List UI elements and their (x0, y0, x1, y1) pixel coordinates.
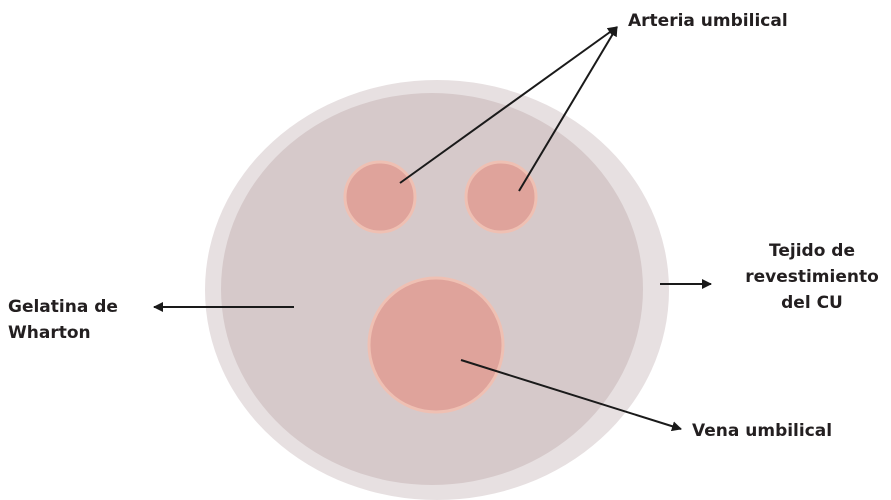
umbilical-artery-left (345, 162, 415, 232)
umbilical-artery-right (466, 162, 536, 232)
label-tejido-revestimiento: Tejido de revestimiento del CU (733, 238, 891, 316)
label-arteria-umbilical: Arteria umbilical (628, 8, 788, 34)
label-gelatina-wharton: Gelatina de Wharton (8, 294, 118, 346)
label-vena-umbilical: Vena umbilical (692, 418, 832, 444)
umbilical-vein (369, 278, 503, 412)
